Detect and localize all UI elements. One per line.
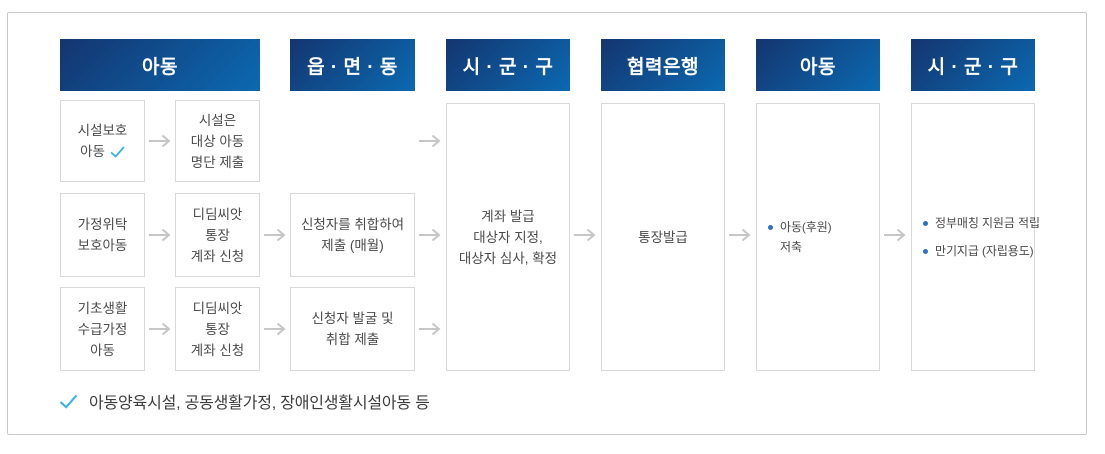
box-line: 시설보호	[77, 123, 128, 138]
column-header-si-gun-gu: 시 · 군 · 구	[446, 39, 570, 91]
column-header-si-gun-gu-2: 시 · 군 · 구	[911, 39, 1035, 91]
bullet-text: 정부매칭 지원금 적립	[935, 216, 1040, 230]
box-line: 취합 제출	[325, 332, 380, 347]
arrow-right-icon	[418, 322, 442, 336]
bullet-icon	[768, 224, 773, 230]
box-line: 가정위탁	[77, 217, 128, 232]
arrow-right-icon	[728, 228, 752, 242]
box-line: 신청자를 취합하여	[300, 217, 405, 232]
box-line: 계좌 신청	[190, 248, 245, 264]
box-line: 디딤씨앗	[192, 206, 243, 222]
box-didim-account-application: 디딤씨앗 통장 계좌 신청	[175, 193, 260, 277]
box-line: 대상자 심사, 확정	[458, 250, 558, 266]
arrow-right-icon	[263, 228, 287, 242]
column-header-child-2: 아동	[756, 39, 880, 91]
arrow-right-icon	[418, 134, 442, 148]
box-line: 아동	[80, 144, 105, 159]
box-child-sponsor-savings: 아동(후원) 저축	[756, 103, 880, 371]
box-govt-matching-funds: 정부매칭 지원금 적립 만기지급 (자립용도)	[911, 103, 1040, 371]
footnote: 아동양육시설, 공동생활가정, 장애인생활시설아동 등	[59, 390, 430, 412]
box-line: 아동	[90, 342, 115, 358]
column-header-eup-myeon-dong: 읍 · 면 · 동	[290, 39, 415, 91]
check-icon	[59, 394, 78, 409]
box-line: 통장	[205, 227, 230, 243]
box-line: 제출 (매월)	[321, 238, 384, 253]
bullet-text: 아동(후원)	[780, 220, 832, 234]
box-passbook-issuance: 통장발급	[601, 103, 725, 371]
box-line: 보호아동	[77, 238, 128, 253]
bullet-text: 저축	[780, 240, 802, 254]
arrow-right-icon	[418, 228, 442, 242]
arrow-right-icon	[148, 134, 172, 148]
box-facility-protected-child: 시설보호 아동	[60, 100, 145, 182]
column-header-child: 아동	[60, 39, 260, 91]
box-basic-livelihood-child: 기초생활 수급가정 아동	[60, 287, 145, 371]
box-line: 수급가정	[77, 321, 128, 337]
arrow-right-icon	[148, 322, 172, 336]
box-line: 계좌 발급	[481, 208, 535, 224]
box-foster-care-child: 가정위탁 보호아동	[60, 193, 145, 277]
box-account-target-review: 계좌 발급 대상자 지정, 대상자 심사, 확정	[446, 103, 570, 371]
box-line: 통장발급	[638, 229, 688, 245]
arrow-right-icon	[883, 228, 907, 242]
box-applicants-monthly-submission: 신청자를 취합하여 제출 (매월)	[290, 193, 415, 277]
box-applicant-discovery-submission: 신청자 발굴 및 취합 제출	[290, 287, 415, 371]
bullet-text: 만기지급 (자립용도)	[935, 244, 1034, 258]
arrow-right-icon	[263, 322, 287, 336]
box-line: 대상 아동	[190, 133, 245, 149]
column-header-partner-bank: 협력은행	[601, 39, 725, 91]
footnote-text: 아동양육시설, 공동생활가정, 장애인생활시설아동 등	[89, 395, 430, 412]
box-line: 대상자 지정,	[473, 229, 543, 245]
box-line: 계좌 신청	[190, 342, 245, 358]
bullet-icon	[923, 248, 928, 254]
bullet-icon	[923, 220, 928, 226]
box-line: 통장	[205, 321, 230, 337]
box-line: 디딤씨앗	[192, 300, 243, 316]
box-line: 신청자 발굴 및	[311, 311, 394, 326]
box-facility-roster-submission: 시설은 대상 아동 명단 제출	[175, 100, 260, 182]
box-line: 시설은	[198, 112, 237, 128]
box-line: 기초생활	[77, 300, 128, 316]
arrow-right-icon	[148, 228, 172, 242]
box-line: 명단 제출	[190, 154, 245, 170]
check-icon	[110, 146, 125, 158]
box-didim-account-application-2: 디딤씨앗 통장 계좌 신청	[175, 287, 260, 371]
arrow-right-icon	[573, 228, 597, 242]
